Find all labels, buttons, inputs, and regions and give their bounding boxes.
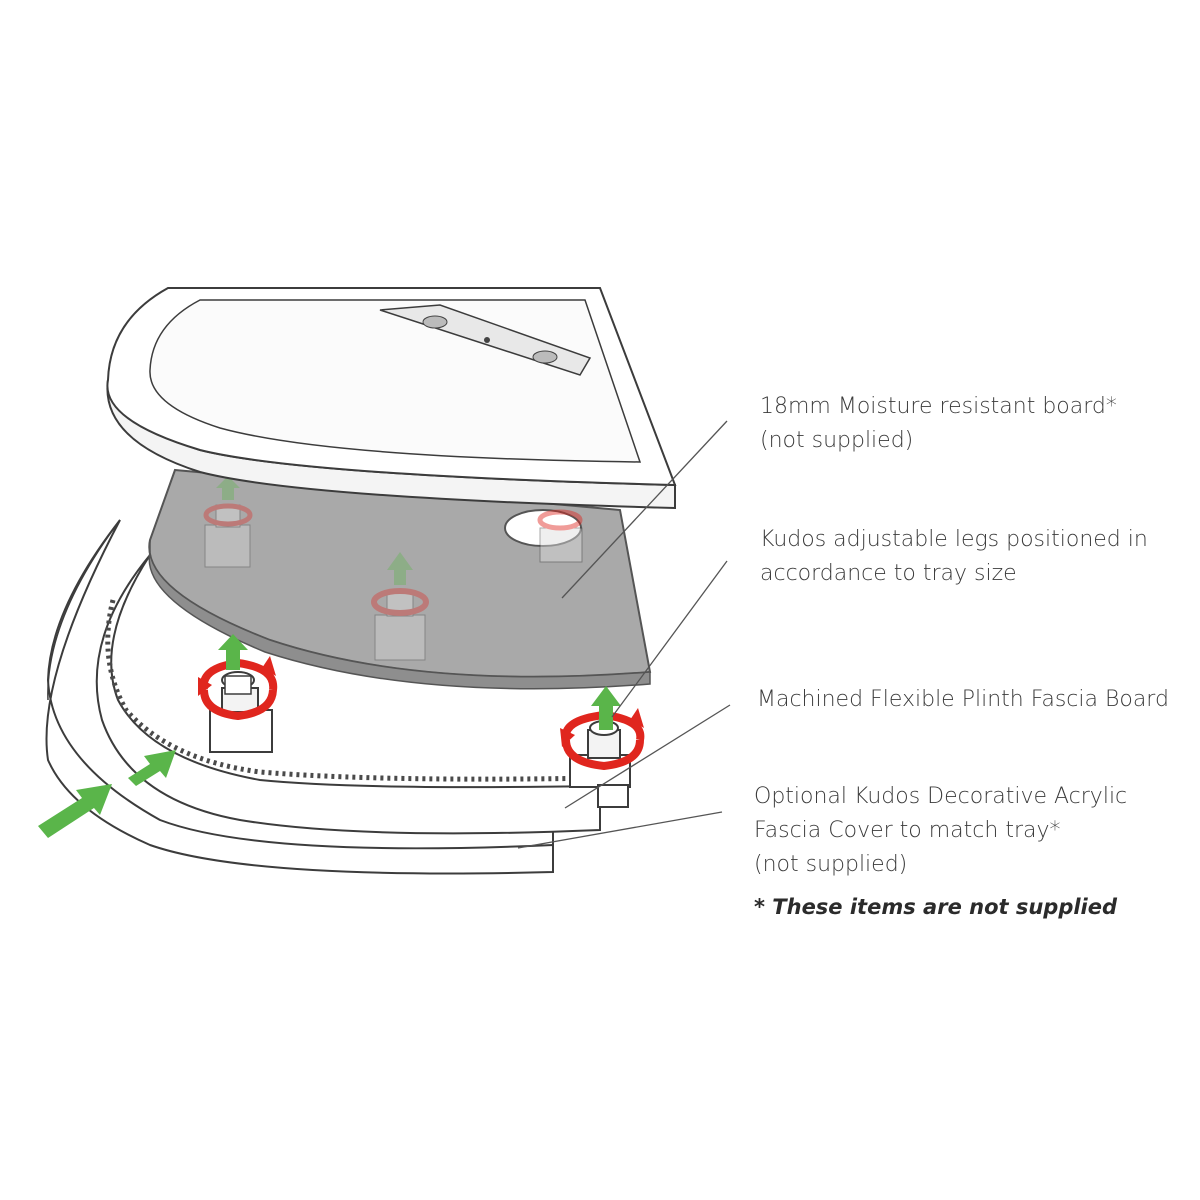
callout-plinth-line1: Machined Flexible Plinth Fascia Board: [757, 687, 1169, 712]
up-down-arrow-right: [591, 686, 621, 730]
moisture-resistant-board: [148, 468, 652, 690]
callout-moisture-board: 18mm Moisture resistant board* (not supp…: [760, 390, 1117, 458]
callout-adjustable-legs: Kudos adjustable legs positioned in acco…: [760, 523, 1148, 591]
leader-board: [561, 420, 728, 599]
callout-acrylic-fascia: Optional Kudos Decorative Acrylic Fascia…: [754, 780, 1127, 882]
up-down-arrow-left: [218, 634, 248, 670]
callout-acrylic-line3: (not supplied): [754, 852, 908, 877]
callout-board-line2: (not supplied): [760, 428, 914, 453]
callout-plinth-fascia: Machined Flexible Plinth Fascia Board: [757, 683, 1169, 717]
callout-board-line1: 18mm Moisture resistant board*: [760, 394, 1117, 419]
hidden-leg-right: [537, 509, 583, 563]
callout-acrylic-line1: Optional Kudos Decorative Acrylic: [754, 784, 1128, 809]
hidden-leg-center: [371, 552, 429, 661]
leader-legs: [611, 560, 728, 718]
callout-acrylic-line2: Fascia Cover to match tray*: [754, 818, 1061, 843]
hidden-leg-left: [203, 476, 253, 568]
leader-plinth: [564, 704, 731, 809]
callout-legs-line1: Kudos adjustable legs positioned in: [760, 527, 1148, 552]
callout-legs-line2: accordance to tray size: [760, 561, 1017, 586]
footnote-not-supplied: * These items are not supplied: [754, 895, 1118, 919]
shower-tray: [106, 287, 677, 510]
push-arrow-outer: [38, 784, 112, 838]
push-arrow-inner: [128, 750, 176, 786]
leader-acrylic: [517, 811, 723, 849]
leader-lines: [517, 420, 731, 849]
